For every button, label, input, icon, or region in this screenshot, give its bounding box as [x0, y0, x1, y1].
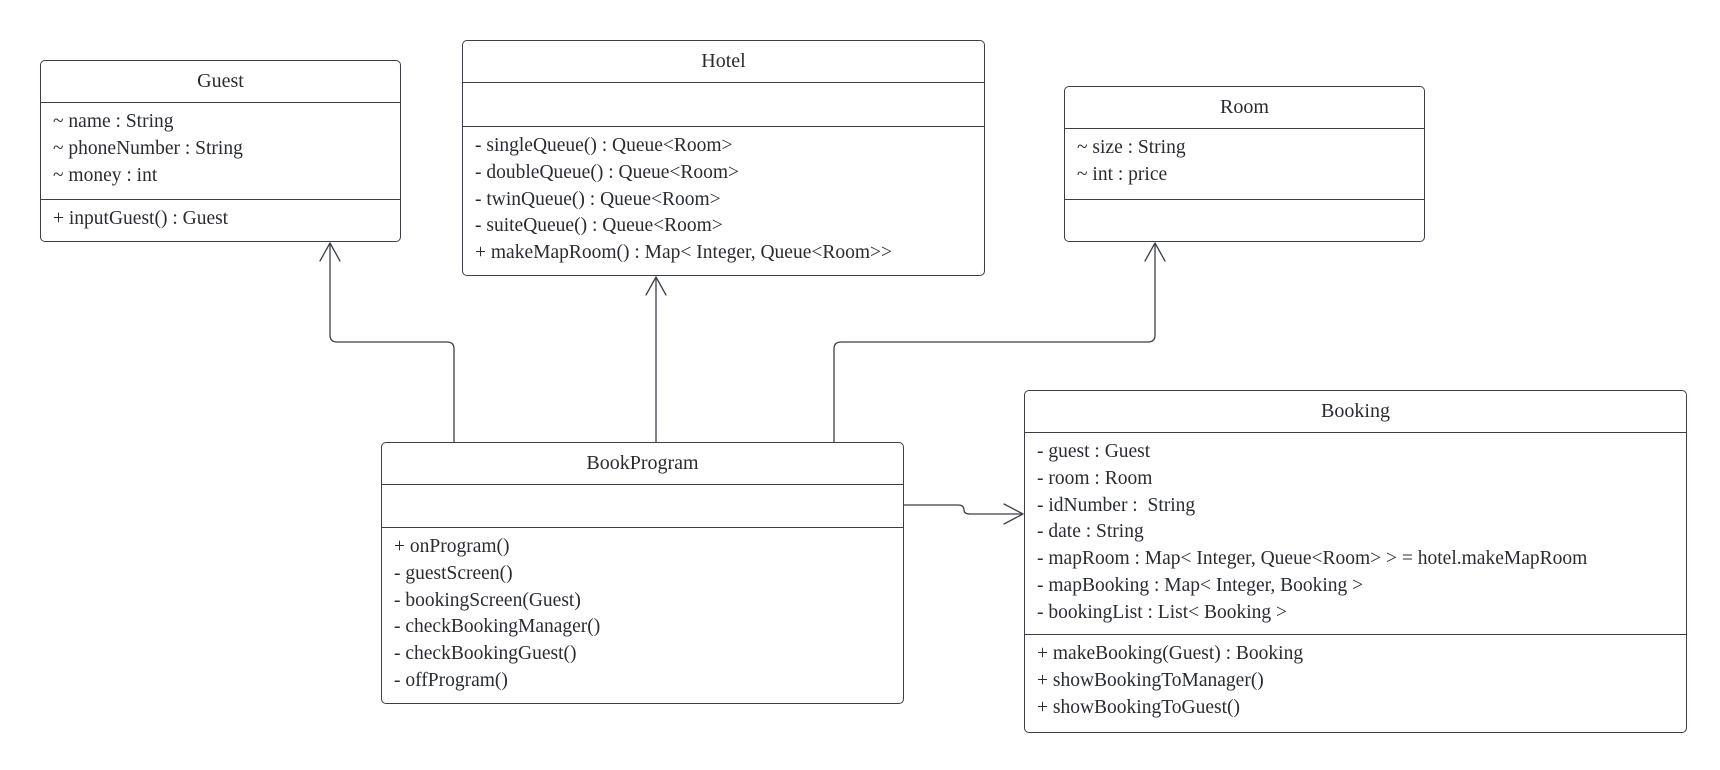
arrowhead-guest	[319, 242, 341, 262]
operation-item: + makeMapRoom() : Map< Integer, Queue<Ro…	[475, 242, 893, 264]
class-hotel[interactable]: Hotel - singleQueue() : Queue<Room> - dou…	[462, 40, 985, 276]
class-guest[interactable]: Guest ~ name : String ~ phoneNumber : Str…	[40, 60, 401, 242]
operation-item: - twinQueue() : Queue<Room>	[475, 188, 721, 210]
attributes-section: ~ name : String ~ phoneNumber : String ~ m…	[41, 103, 400, 200]
attributes-section: - guest : Guest - room : Room - idNumber :…	[1025, 433, 1686, 635]
arrowhead-room	[1144, 242, 1166, 262]
attribute-item: ~ money : int	[53, 164, 158, 186]
class-title: BookProgram	[382, 443, 903, 485]
arrowhead-booking	[1003, 503, 1024, 525]
operation-item: - suiteQueue() : Queue<Room>	[475, 215, 723, 237]
class-room[interactable]: Room ~ size : String ~ int : price	[1064, 86, 1425, 242]
attributes-section: ~ size : String ~ int : price	[1065, 129, 1424, 200]
operation-item: - checkBookingManager()	[394, 616, 601, 638]
attribute-item: ~ name : String	[53, 111, 174, 132]
attribute-item: ~ int : price	[1077, 163, 1168, 185]
class-booking[interactable]: Booking - guest : Guest - room : Room - id…	[1024, 390, 1687, 733]
operation-item: + showBookingToGuest()	[1037, 696, 1240, 718]
operation-item: - guestScreen()	[394, 562, 513, 584]
attribute-item: ~ phoneNumber : String	[53, 137, 243, 159]
attribute-item: - room : Room	[1037, 467, 1153, 489]
operation-item: - doubleQueue() : Queue<Room>	[475, 161, 740, 183]
operation-item: - bookingScreen(Guest)	[394, 589, 581, 611]
attribute-item: - bookingList : List< Booking >	[1037, 601, 1288, 623]
operations-section: + makeBooking(Guest) : Booking + showBook…	[1025, 635, 1686, 721]
attributes-section	[382, 485, 903, 528]
attribute-item: - idNumber : String	[1037, 494, 1196, 516]
operation-item: + showBookingToManager()	[1037, 669, 1264, 691]
attribute-item: - guest : Guest	[1037, 441, 1151, 462]
operation-item: + makeBooking(Guest) : Booking	[1037, 643, 1304, 664]
operation-item: - singleQueue() : Queue<Room>	[475, 135, 733, 156]
class-title: Guest	[41, 61, 400, 103]
edge-bookprogram-guest	[329, 243, 455, 443]
arrowhead-hotel	[645, 276, 667, 296]
operation-item: - checkBookingGuest()	[394, 643, 577, 665]
attribute-item: - mapBooking : Map< Integer, Booking >	[1037, 574, 1364, 596]
operation-item: - offProgram()	[394, 669, 508, 691]
attribute-item: - mapRoom : Map< Integer, Queue<Room> > …	[1037, 548, 1588, 570]
attribute-item: - date : String	[1037, 521, 1144, 543]
operations-section: + onProgram() - guestScreen() - bookingScr…	[382, 528, 903, 695]
operation-item: + inputGuest() : Guest	[53, 208, 229, 229]
attribute-item: ~ size : String	[1077, 137, 1186, 158]
operations-section: - singleQueue() : Queue<Room> - doubleQue…	[463, 127, 984, 267]
class-title: Booking	[1025, 391, 1686, 433]
operations-section	[1065, 200, 1424, 206]
class-bookprogram[interactable]: BookProgram + onProgram() - guestScreen()…	[381, 442, 904, 704]
edge-bookprogram-booking	[903, 504, 1023, 515]
class-title: Room	[1065, 87, 1424, 129]
class-title: Hotel	[463, 41, 984, 83]
operation-item: + onProgram()	[394, 536, 510, 557]
attributes-section	[463, 83, 984, 127]
edge-bookprogram-room	[833, 243, 1156, 443]
operations-section: + inputGuest() : Guest	[41, 200, 400, 233]
